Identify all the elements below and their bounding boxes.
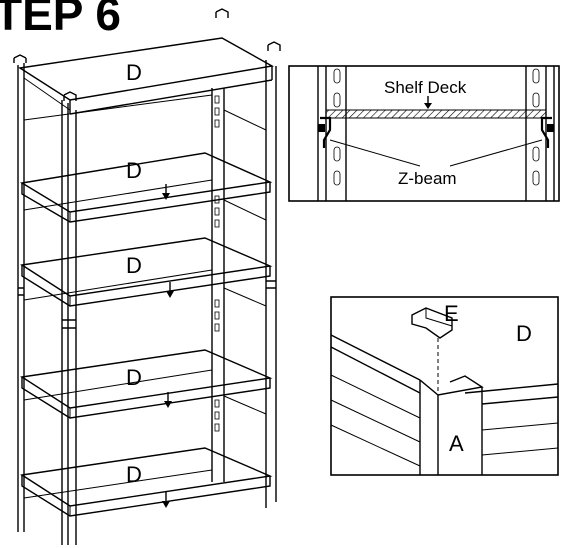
step-title: TEP 6 xyxy=(0,0,121,40)
shelf-label-3: D xyxy=(126,253,142,278)
shelf-label-1: D xyxy=(126,60,142,85)
corner-cap-label: E xyxy=(444,301,459,326)
upright-slots xyxy=(214,95,220,432)
deck-label: D xyxy=(516,321,532,346)
detail-zbeam: Shelf Deck Z-beam xyxy=(288,65,560,202)
keyhole-slots xyxy=(333,68,540,186)
shelving-unit: D D D D D xyxy=(13,8,281,545)
shelf-label-5: D xyxy=(126,462,142,487)
shelf-label-4: D xyxy=(126,365,142,390)
shelf-label-2: D xyxy=(126,158,142,183)
detail-corner-cap: E D A xyxy=(330,296,559,476)
upright-label: A xyxy=(449,431,464,456)
shelf-deck-label: Shelf Deck xyxy=(384,78,467,97)
z-beam-label: Z-beam xyxy=(398,169,457,188)
down-arrow-icon xyxy=(162,184,174,508)
